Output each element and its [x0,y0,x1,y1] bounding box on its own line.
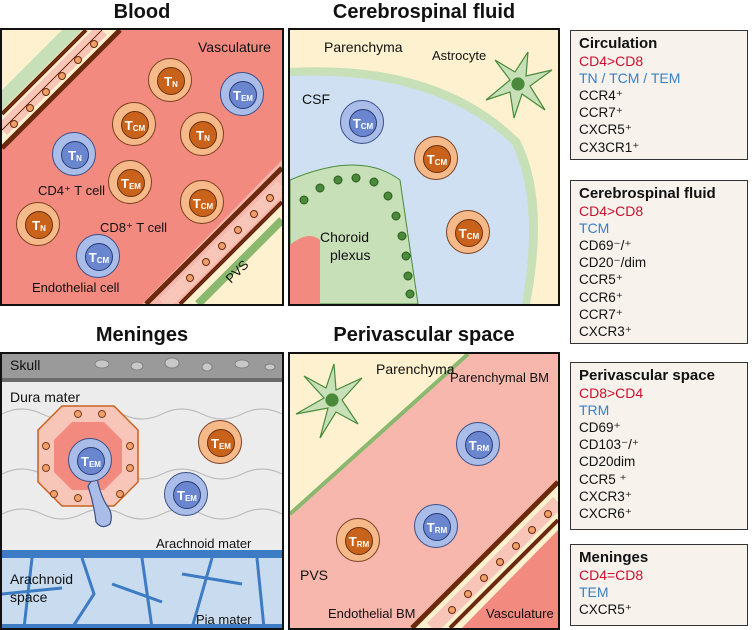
csf-subsets: TCM [579,220,610,236]
csf-panel: Parenchyma Astrocyte CSF Choroid plexus … [288,28,560,306]
pvs-ratio: CD8>CD4 [579,385,644,401]
skull-label: Skull [10,357,41,373]
arachnoid-space-label-1: Arachnoid [10,571,74,587]
pvs-vasculature-label: Vasculature [486,606,554,621]
pvs-title: Perivascular space [333,324,515,346]
meninges-title: Meninges [95,324,189,346]
endothelial-bm-label: Endothelial BM [328,606,416,621]
pvs-box: Perivascular space CD8>CD4 TRM CD69⁺ CD1… [570,362,748,530]
meninges-subsets: TEM [579,584,609,600]
pvs-parenchyma-label: Parenchyma [376,361,455,377]
pvs-region-label: PVS [300,567,329,583]
csf-marker: CXCR3⁺ [579,324,632,340]
blood-title: Blood [113,1,171,23]
choroid-cells [299,173,415,299]
csf-marker: CD20⁻/dim [579,255,647,271]
arachnoid-mater-label: Arachnoid mater [156,536,252,551]
meninges-box-title: Meninges [579,549,649,566]
pia-label: Pia mater [196,612,252,627]
choroid-label: Choroid [320,229,370,245]
endothelial-label: Endothelial cell [32,280,120,295]
pvs-box-title: Perivascular space [579,367,715,384]
csf-marker: CCR7⁺ [579,306,623,322]
circulation-title: Circulation [579,35,658,52]
meninges-panel: Skull Dura mater Arachnoid mater Arachno… [0,352,284,630]
csf-ratio: CD4>CD8 [579,203,644,219]
meninges-ratio: CD4=CD8 [579,567,644,583]
parenchymal-bm-label: Parenchymal BM [450,370,549,385]
csf-label: CSF [302,91,330,107]
pvs-panel: Parenchyma Parenchymal BM PVS Endothelia… [288,352,560,630]
pvs-illustration [290,354,558,628]
cd4-label: CD4⁺ T cell [38,183,106,198]
csf-title: Cerebrospinal fluid [332,1,516,23]
cd8-label: CD8⁺ T cell [100,220,168,235]
circulation-marker: CXCR5⁺ [579,122,632,138]
circulation-subsets: TN / TCM / TEM [579,70,681,86]
csf-box-title: Cerebrospinal fluid [579,185,716,202]
circulation-marker: CCR4⁺ [579,88,623,103]
arachnoid-space-label-2: space [10,589,48,605]
circulation-ratio: CD4>CD8 [579,53,644,69]
blood-panel: Vasculature CD4⁺ T cell CD8⁺ T cell PVS … [0,28,284,306]
endothelial-cells-top [10,40,98,128]
csf-marker: CCR5⁺ [579,272,623,288]
circulation-marker: CX3CR1⁺ [579,139,640,155]
csf-box: Cerebrospinal fluid CD4>CD8 TCM CD69⁻/⁺ … [570,180,748,344]
plexus-label: plexus [330,247,371,263]
csf-marker: CD69⁻/⁺ [579,238,632,253]
pvs-marker: CXCR6⁺ [579,506,632,522]
pvs-marker: CXCR3⁺ [579,488,632,504]
circulation-box: Circulation CD4>CD8 TN / TCM / TEM CCR4⁺… [570,30,748,160]
meninges-marker: CXCR5⁺ [579,602,632,617]
astrocyte [485,51,553,119]
pvs-marker: CCR5 ⁺ [579,471,627,487]
vasculature-label: Vasculature [198,39,271,55]
pvs-subsets: TRM [579,402,610,418]
pvs-marker: CD20dim [579,454,636,470]
circulation-marker: CCR7⁺ [579,105,623,121]
meninges-box: Meninges CD4=CD8 TEM CXCR5⁺ [570,544,748,626]
astrocyte-label: Astrocyte [432,48,487,63]
pvs-marker: CD103⁻/⁺ [579,437,640,453]
parenchyma-label: Parenchyma [324,39,403,55]
pvs-marker: CD69⁺ [579,420,621,435]
pvs-astrocyte [295,363,363,439]
dura-label: Dura mater [10,389,81,405]
csf-marker: CCR6⁺ [579,289,623,305]
